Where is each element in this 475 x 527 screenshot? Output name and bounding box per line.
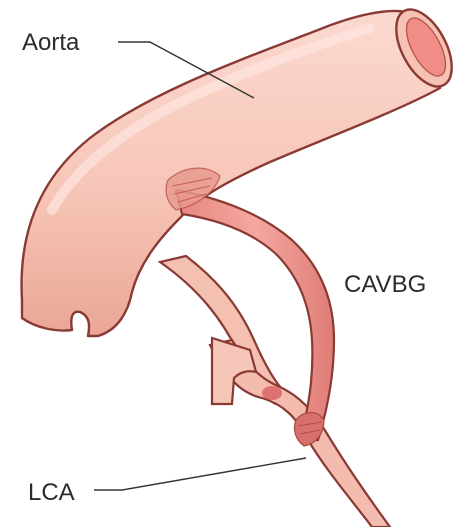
bypass-graft [176, 190, 334, 440]
stenosis [262, 386, 282, 400]
label-aorta: Aorta [22, 29, 80, 56]
leader-coronary-artery [94, 458, 306, 490]
label-coronary-artery: LCA [28, 479, 75, 506]
label-bypass-graft: CAVBG [344, 271, 426, 298]
